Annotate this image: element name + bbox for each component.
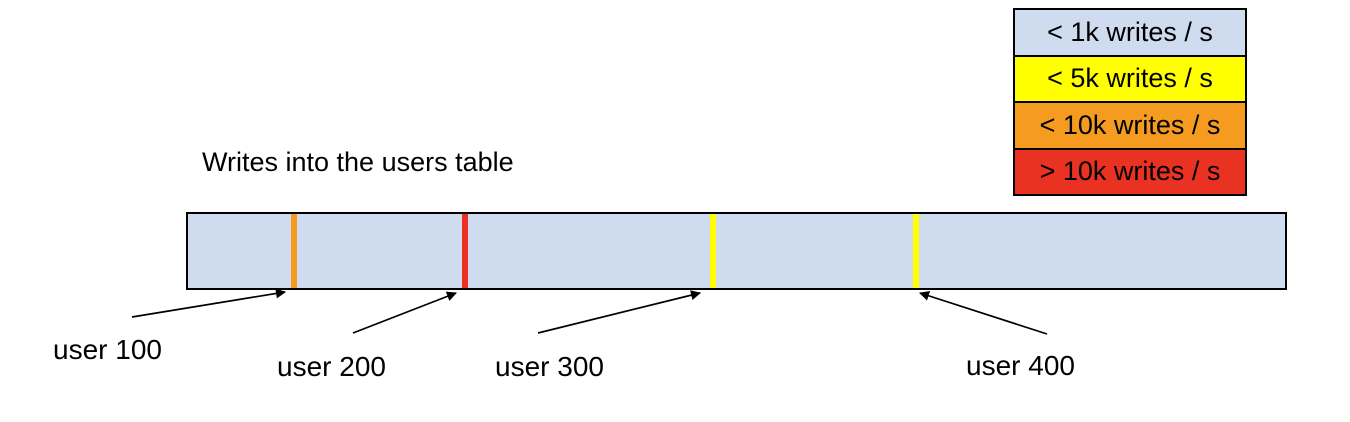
legend-item-lt-5k: < 5k writes / s	[1015, 54, 1245, 101]
arrow-user-200	[352, 291, 457, 334]
legend-item-lt-10k: < 10k writes / s	[1015, 101, 1245, 148]
tick-user-200	[462, 214, 468, 288]
tick-user-300	[710, 214, 716, 288]
legend-item-label: < 1k writes / s	[1047, 16, 1213, 47]
legend-item-gt-10k: > 10k writes / s	[1015, 147, 1245, 194]
label-user-200: user 200	[277, 351, 386, 382]
arrow-user-400	[919, 291, 1048, 335]
legend-item-label: < 5k writes / s	[1047, 63, 1213, 94]
legend-item-label: < 10k writes / s	[1039, 109, 1221, 140]
diagram-title: Writes into the users table	[202, 147, 514, 177]
legend: < 1k writes / s < 5k writes / s < 10k wr…	[1013, 8, 1247, 196]
arrow-user-100	[131, 288, 286, 318]
legend-item-lt-1k: < 1k writes / s	[1015, 10, 1245, 55]
users-table-bar	[186, 212, 1287, 290]
label-user-300: user 300	[495, 351, 604, 382]
label-user-100: user 100	[53, 334, 162, 365]
tick-user-400	[913, 214, 919, 288]
tick-user-100	[291, 214, 297, 288]
legend-item-label: > 10k writes / s	[1039, 156, 1221, 187]
arrow-user-300	[537, 290, 701, 334]
label-user-400: user 400	[966, 350, 1075, 381]
